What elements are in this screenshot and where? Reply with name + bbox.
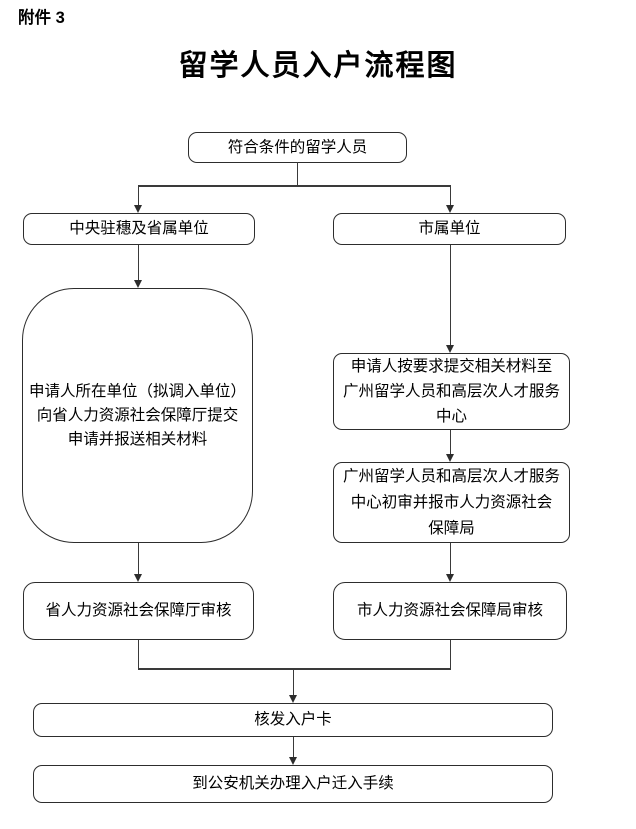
node-left-review: 省人力资源社会保障厅审核 (23, 582, 254, 640)
node-right-review: 市人力资源社会保障局审核 (333, 582, 567, 640)
node-issue-card: 核发入户卡 (33, 703, 553, 737)
connector-split-horizontal (137, 185, 451, 187)
node-right-step1-line3: 中心 (435, 408, 467, 425)
node-left-step1-line2: 向省人力资源社会保障厅提交 (36, 406, 239, 424)
connector-start-split (296, 162, 298, 186)
node-right-step2-line2: 中心初审并报市人力资源社会 (350, 493, 553, 511)
arrowhead-final (288, 757, 297, 765)
connector-split-left (137, 185, 139, 208)
connector-left-review-merge (137, 640, 139, 669)
node-left-step1-line1: 申请人所在单位（拟调入单位） (28, 382, 246, 400)
arrowhead-to-branch-left (133, 205, 142, 213)
arrowhead-issue-card (288, 695, 297, 703)
connector-left-step1-review (137, 543, 139, 577)
node-left-review-label: 省人力资源社会保障厅审核 (45, 602, 232, 619)
node-start: 符合条件的留学人员 (188, 132, 407, 163)
node-branch-left: 中央驻穗及省属单位 (23, 213, 255, 245)
arrowhead-left-step1 (133, 280, 142, 288)
arrowhead-right-step2 (445, 454, 454, 462)
connector-right-review-merge (449, 640, 451, 669)
node-final: 到公安机关办理入户迁入手续 (33, 765, 553, 803)
node-issue-card-label: 核发入户卡 (254, 711, 332, 728)
arrowhead-right-review (445, 574, 454, 582)
node-right-step1: 申请人按要求提交相关材料至 广州留学人员和高层次人才服务 中心 (333, 353, 570, 430)
node-right-review-label: 市人力资源社会保障局审核 (356, 602, 543, 619)
connector-right-step2-review (449, 543, 451, 577)
node-branch-left-label: 中央驻穗及省属单位 (69, 220, 209, 237)
node-right-step2: 广州留学人员和高层次人才服务 中心初审并报市人力资源社会 保障局 (333, 462, 570, 543)
attachment-label: 附件 3 (18, 9, 65, 27)
connector-right-step1-step2 (449, 430, 451, 457)
node-left-step1: 申请人所在单位（拟调入单位） 向省人力资源社会保障厅提交 申请并报送相关材料 (22, 288, 253, 543)
page-title: 留学人员入户流程图 (178, 50, 458, 82)
node-right-step2-line3: 保障局 (428, 519, 475, 537)
node-right-step1-line1: 申请人按要求提交相关材料至 (350, 358, 553, 375)
node-final-label: 到公安机关办理入户迁入手续 (192, 775, 394, 792)
connector-issue-final (292, 737, 294, 759)
arrowhead-to-branch-right (445, 205, 454, 213)
arrowhead-left-review (133, 574, 142, 582)
node-right-step1-line2: 广州留学人员和高层次人才服务 (342, 383, 560, 400)
connector-merge-horizontal (137, 668, 451, 670)
connector-left-branch-step1 (137, 245, 139, 283)
connector-merge-issue (292, 668, 294, 697)
node-branch-right-label: 市属单位 (418, 220, 481, 237)
node-start-label: 符合条件的留学人员 (227, 138, 368, 156)
node-branch-right: 市属单位 (333, 213, 566, 245)
node-right-step2-line1: 广州留学人员和高层次人才服务 (342, 467, 560, 485)
arrowhead-right-step1 (445, 345, 454, 353)
connector-split-right (449, 185, 451, 208)
node-left-step1-line3: 申请并报送相关材料 (67, 430, 208, 448)
connector-right-branch-step1 (449, 245, 451, 348)
